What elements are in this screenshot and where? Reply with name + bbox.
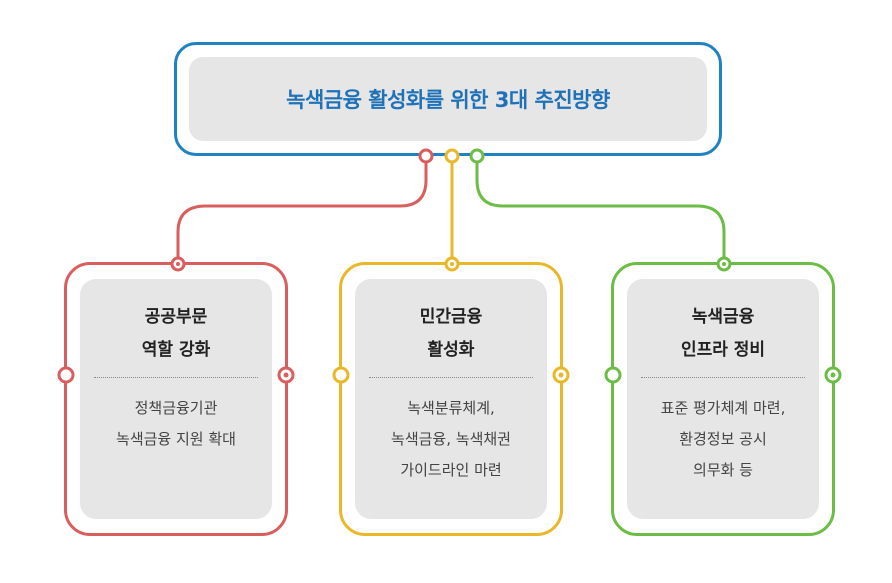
card-body-line: 환경정보 공시 bbox=[679, 430, 767, 448]
card-body-line: 정책금융기관 bbox=[134, 399, 218, 417]
connector-green bbox=[475, 158, 726, 262]
card-title-line: 녹색금융 bbox=[691, 307, 755, 327]
card-body: 정책금융기관 녹색금융 지원 확대 bbox=[80, 393, 272, 455]
card-title-line: 공공부문 bbox=[144, 307, 208, 327]
card-title-line: 인프라 정비 bbox=[680, 340, 766, 360]
card-divider bbox=[369, 377, 533, 378]
card-body-line: 녹색금융, 녹색채권 bbox=[391, 430, 511, 448]
card-title-line: 활성화 bbox=[427, 340, 475, 360]
card-body-line: 가이드라인 마련 bbox=[400, 461, 502, 479]
card-title: 민간금융 활성화 bbox=[355, 301, 547, 367]
card-title-line: 민간금융 bbox=[419, 307, 483, 327]
card-body-line: 의무화 등 bbox=[693, 461, 753, 479]
card-body-line: 녹색금융 지원 확대 bbox=[116, 430, 236, 448]
card-public-sector: 공공부문 역할 강화 정책금융기관 녹색금융 지원 확대 bbox=[64, 262, 288, 536]
main-title: 녹색금융 활성화를 위한 3대 추진방향 bbox=[286, 88, 610, 112]
connector-red bbox=[176, 158, 428, 262]
card-panel: 민간금융 활성화 녹색분류체계, 녹색금융, 녹색채권 가이드라인 마련 bbox=[355, 279, 547, 519]
card-title-line: 역할 강화 bbox=[141, 340, 211, 360]
card-body-line: 녹색분류체계, bbox=[407, 399, 495, 417]
card-body: 녹색분류체계, 녹색금융, 녹색채권 가이드라인 마련 bbox=[355, 393, 547, 486]
card-body: 표준 평가체계 마련, 환경정보 공시 의무화 등 bbox=[627, 393, 819, 486]
card-green-infrastructure: 녹색금융 인프라 정비 표준 평가체계 마련, 환경정보 공시 의무화 등 bbox=[611, 262, 835, 536]
main-title-box: 녹색금융 활성화를 위한 3대 추진방향 bbox=[174, 42, 722, 156]
card-private-finance: 민간금융 활성화 녹색분류체계, 녹색금융, 녹색채권 가이드라인 마련 bbox=[339, 262, 563, 536]
card-body-line: 표준 평가체계 마련, bbox=[660, 399, 786, 417]
card-title: 녹색금융 인프라 정비 bbox=[627, 301, 819, 367]
card-panel: 공공부문 역할 강화 정책금융기관 녹색금융 지원 확대 bbox=[80, 279, 272, 519]
card-title: 공공부문 역할 강화 bbox=[80, 301, 272, 367]
card-divider bbox=[94, 377, 258, 378]
main-title-panel: 녹색금융 활성화를 위한 3대 추진방향 bbox=[189, 57, 707, 141]
card-panel: 녹색금융 인프라 정비 표준 평가체계 마련, 환경정보 공시 의무화 등 bbox=[627, 279, 819, 519]
card-divider bbox=[641, 377, 805, 378]
